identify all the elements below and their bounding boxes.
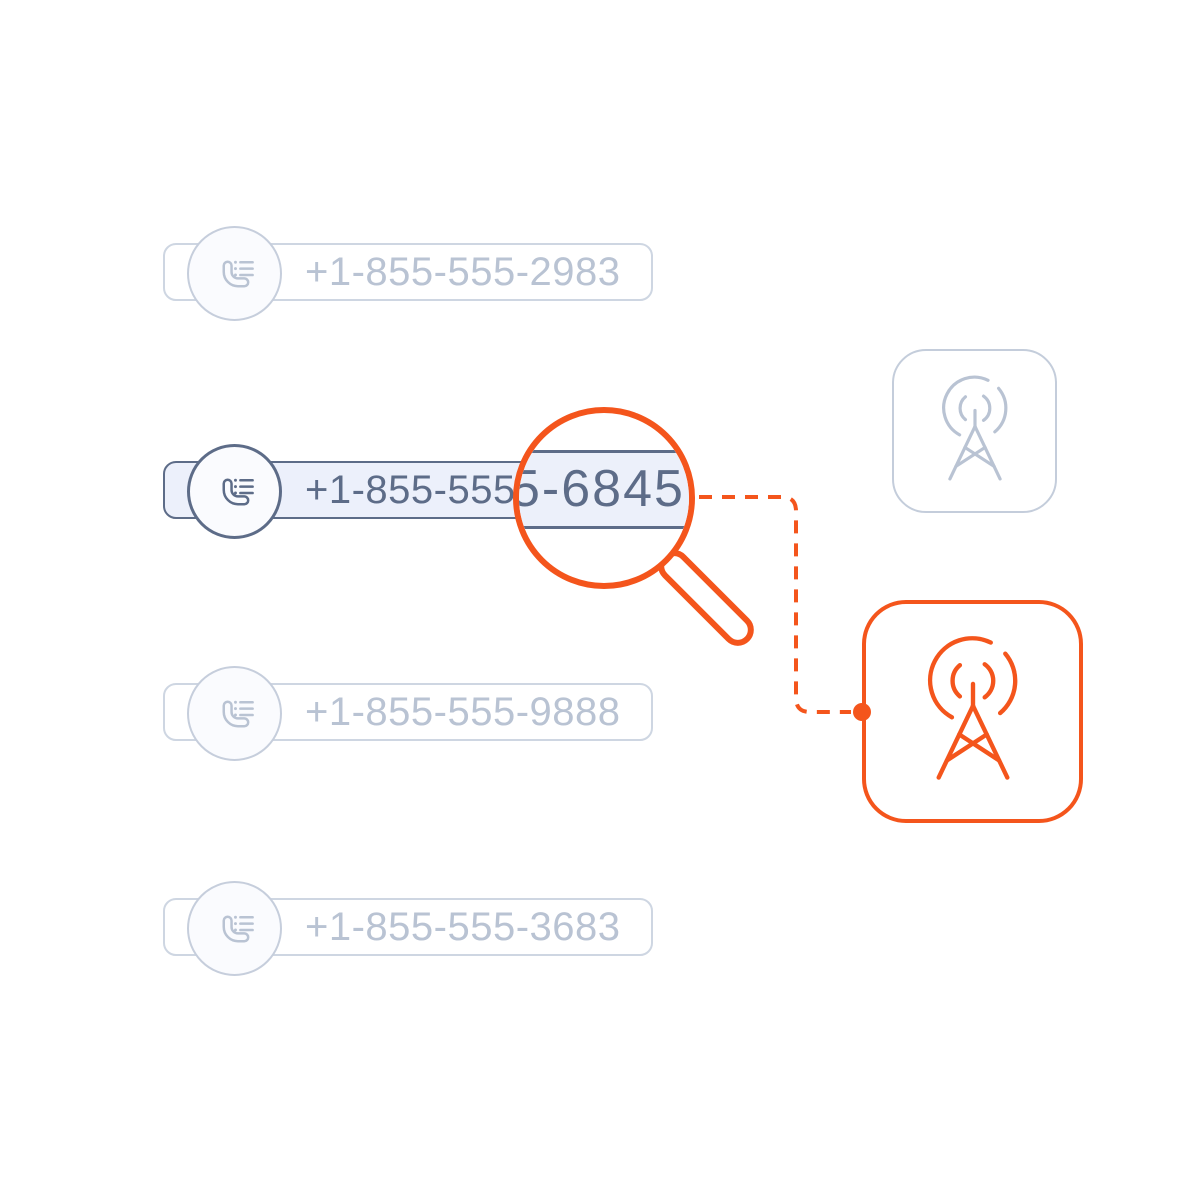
phone-number-text: +1-855-555-9888 — [305, 689, 621, 734]
phone-number-text: +1-855-555-3683 — [305, 904, 621, 949]
phone-call-list-icon — [211, 905, 258, 952]
phone-icon-badge — [187, 666, 282, 761]
cell-tower-card-highlighted — [862, 600, 1083, 823]
phone-number-pill-3: +1-855-555-9888 — [163, 666, 653, 761]
phone-number-pill-4: +1-855-555-3683 — [163, 881, 653, 976]
phone-call-list-icon — [211, 250, 258, 297]
magnified-digits: 5-6845 — [513, 460, 685, 518]
phone-icon-badge — [187, 226, 282, 321]
phone-number-pill-1: +1-855-555-2983 — [163, 226, 653, 321]
radio-tower-icon — [941, 375, 1007, 481]
magnified-pill-strip: 5-6845 — [513, 450, 689, 529]
phone-call-list-icon — [211, 690, 258, 737]
phone-icon-badge — [187, 881, 282, 976]
radio-tower-icon — [895, 634, 1051, 790]
magnifying-glass-icon: 5-6845 — [513, 407, 695, 589]
phone-call-list-icon — [211, 468, 258, 515]
phone-number-text: +1-855-555- — [305, 467, 530, 512]
phone-number-text: +1-855-555-2983 — [305, 249, 621, 294]
phone-icon-badge — [187, 444, 282, 539]
cell-tower-card-muted — [892, 349, 1057, 513]
